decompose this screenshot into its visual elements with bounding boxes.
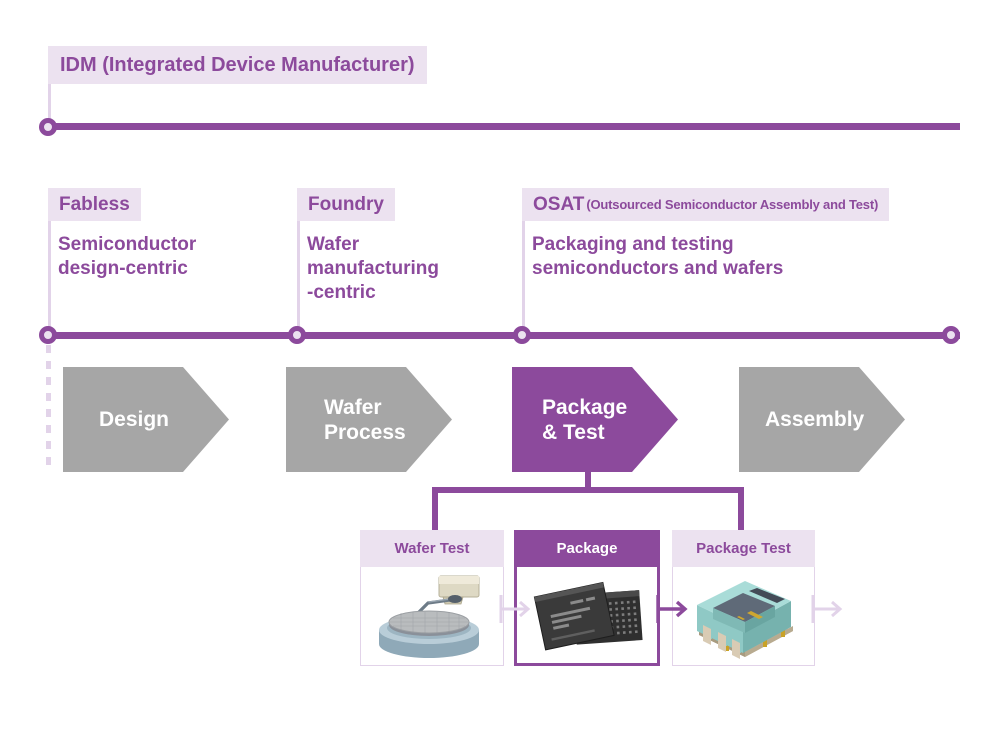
- sub-step-label: Package: [556, 540, 618, 557]
- process-step-label: Design: [99, 408, 170, 431]
- sub-step-image-wafer-test: [360, 567, 504, 666]
- test-socket-icon: [696, 581, 793, 659]
- sub-step-image-package: [514, 567, 660, 666]
- sub-step-label: Package Test: [696, 540, 791, 557]
- segment-badge-label: OSAT: [533, 193, 585, 215]
- segment-badge-label: Foundry: [308, 193, 384, 215]
- bracket-horizontal: [432, 487, 744, 493]
- segment-timeline-node-end: [942, 326, 960, 344]
- segment-badge-osat: OSAT (Outsourced Semiconductor Assembly …: [522, 188, 890, 221]
- idm-badge-label: IDM (Integrated Device Manufacturer): [60, 53, 415, 76]
- segment-connector-foundry: [297, 221, 300, 333]
- segment-badge-sublabel: (Outsourced Semiconductor Assembly and T…: [586, 197, 879, 212]
- segment-description-osat: Packaging and testing semiconductors and…: [532, 234, 784, 279]
- flow-arrow-dark-icon: [656, 595, 688, 623]
- flow-arrow-light-2-icon: [811, 595, 843, 623]
- sub-step-label: Wafer Test: [394, 540, 470, 557]
- segment-timeline-node-fabless: [39, 326, 57, 344]
- idm-badge: IDM (Integrated Device Manufacturer): [48, 46, 427, 84]
- sub-step-package[interactable]: Package: [514, 530, 660, 666]
- process-step-assembly[interactable]: Assembly: [739, 367, 951, 472]
- segment-badge-foundry: Foundry: [297, 188, 395, 221]
- idm-timeline: [48, 123, 960, 130]
- process-step-label: Assembly: [765, 408, 865, 431]
- idm-timeline-node-start: [39, 118, 57, 136]
- segment-connector-fabless: [48, 221, 51, 333]
- sub-step-image-package-test: [672, 567, 815, 666]
- bga-chip-icon: [533, 581, 643, 651]
- segment-badge-label: Fabless: [59, 193, 130, 215]
- segment-description-fabless: Semiconductor design-centric: [58, 234, 197, 279]
- sub-step-header: Wafer Test: [360, 530, 504, 567]
- segment-description-foundry: Wafer manufacturing -centric: [307, 234, 439, 303]
- sub-step-header: Package: [514, 530, 660, 567]
- process-step-design[interactable]: Design: [63, 367, 275, 472]
- sub-step-header: Package Test: [672, 530, 815, 567]
- idm-connector-line: [48, 84, 51, 128]
- bracket-drop-right: [738, 487, 744, 532]
- bracket-stem: [585, 470, 591, 492]
- process-step-label: Wafer Process: [324, 395, 406, 444]
- segment-timeline-node-osat: [513, 326, 531, 344]
- bracket-drop-left: [432, 487, 438, 532]
- process-step-package-test[interactable]: Package & Test: [512, 367, 724, 472]
- process-step-wafer-process[interactable]: Wafer Process: [286, 367, 498, 472]
- flow-arrow-light-1-icon: [499, 595, 531, 623]
- segment-timeline-node-foundry: [288, 326, 306, 344]
- sub-step-package-test[interactable]: Package Test: [672, 530, 815, 666]
- segment-badge-fabless: Fabless: [48, 188, 141, 221]
- process-step-label: Package & Test: [542, 395, 628, 444]
- fabless-dashed-connector: [46, 345, 51, 473]
- sub-step-wafer-test[interactable]: Wafer Test: [360, 530, 504, 666]
- segment-timeline: [48, 332, 960, 339]
- wafer-prober-icon: [379, 575, 480, 658]
- segment-connector-osat: [522, 221, 525, 333]
